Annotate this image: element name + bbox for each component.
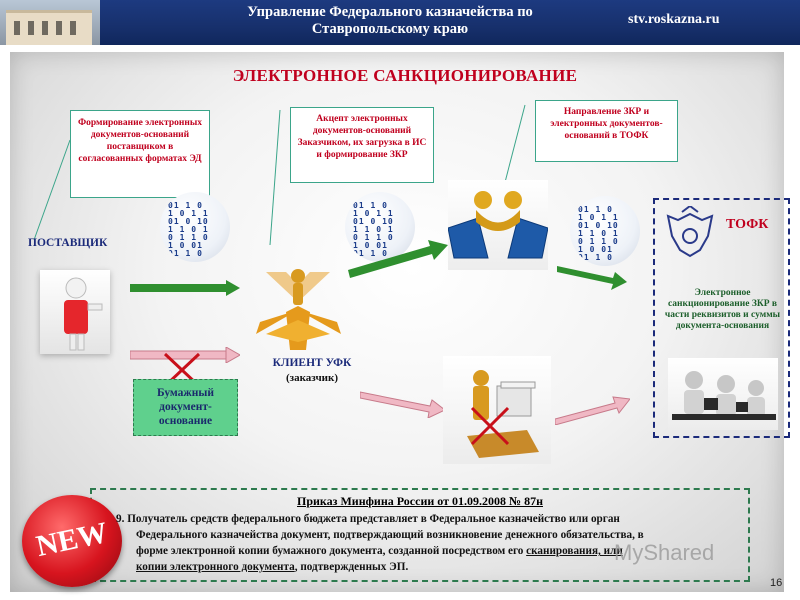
leader-line-supplier [33, 139, 71, 241]
supplier-label: ПОСТАВЩИК [28, 237, 108, 249]
building-photo [0, 0, 100, 45]
order-text: 9. Получатель средств федерального бюдже… [116, 511, 742, 575]
order-line3-b: сканирования, или [526, 545, 623, 557]
watermark-logo: MyShared [614, 540, 715, 565]
order-line2: Федерального казначейства документ, подт… [136, 529, 644, 541]
header-title-line1: Управление Федерального казначейства по [247, 4, 533, 20]
client-label-line2: (заказчик) [286, 372, 338, 384]
order-line4-a: копии электронного документа [136, 561, 295, 573]
client-label-line1: КЛИЕНТ УФК [272, 357, 352, 369]
callout-direction: Направление ЗКР и электронных документов… [535, 100, 678, 162]
new-badge: NEW [22, 495, 122, 587]
header-title: Управление Федерального казначейства по … [200, 4, 580, 38]
tofk-description: Электронное санкционирование ЗКР в части… [664, 288, 781, 331]
arrow-paper-processing-to-tofk [555, 396, 630, 425]
laptop-handshake-image [447, 180, 549, 270]
order-line4-b: , подтвержденных ЭП. [294, 561, 409, 573]
crossroads-figure [256, 262, 341, 352]
order-line1: 9. Получатель средств федерального бюдже… [116, 513, 620, 525]
operators-image [668, 358, 778, 430]
order-title: Приказ Минфина России от 01.09.2008 № 87… [297, 494, 543, 508]
header-title-line2: Ставропольскому краю [311, 21, 469, 37]
arrow-laptops-to-tofk [557, 266, 627, 290]
slide-title: ЭЛЕКТРОННОЕ САНКЦИОНИРОВАНИЕ [232, 66, 578, 85]
supplier-figure [40, 270, 110, 354]
arrow-client-to-paper-processing [360, 391, 445, 418]
tofk-box [653, 198, 790, 438]
leader-line-acceptance [269, 109, 281, 246]
header-bar: Управление Федерального казначейства по … [0, 0, 800, 45]
order-line3-a: форме электронной копии бумажного докуме… [136, 545, 527, 557]
arrow-paper-to-client [130, 347, 240, 363]
paper-processing-image [443, 356, 551, 464]
arrow-client-to-laptops [348, 240, 448, 278]
building-image [6, 10, 92, 45]
new-badge-text: NEW [33, 515, 111, 564]
callout-acceptance: Акцепт электронных документов-оснований … [290, 107, 434, 183]
tofk-label: ТОФК [726, 217, 769, 232]
order-line4: копии электронного документа, подтвержде… [116, 559, 742, 575]
arrow-supplier-to-client [130, 280, 240, 296]
cross-icon-paper-processing [470, 406, 510, 446]
client-label: КЛИЕНТ УФК (заказчик) [267, 357, 357, 384]
slide-number: 16 [770, 577, 783, 589]
coat-of-arms-icon [666, 206, 714, 258]
order-line3: форме электронной копии бумажного докуме… [116, 543, 742, 559]
paper-document-box: Бумажный документ-основание [133, 379, 238, 436]
supplier-person-icon [64, 277, 103, 351]
callout-supplier-docs: Формирование электронных документов-осно… [70, 110, 210, 198]
leader-line-direction [502, 104, 526, 191]
header-site-link[interactable]: stv.roskazna.ru [628, 12, 720, 27]
